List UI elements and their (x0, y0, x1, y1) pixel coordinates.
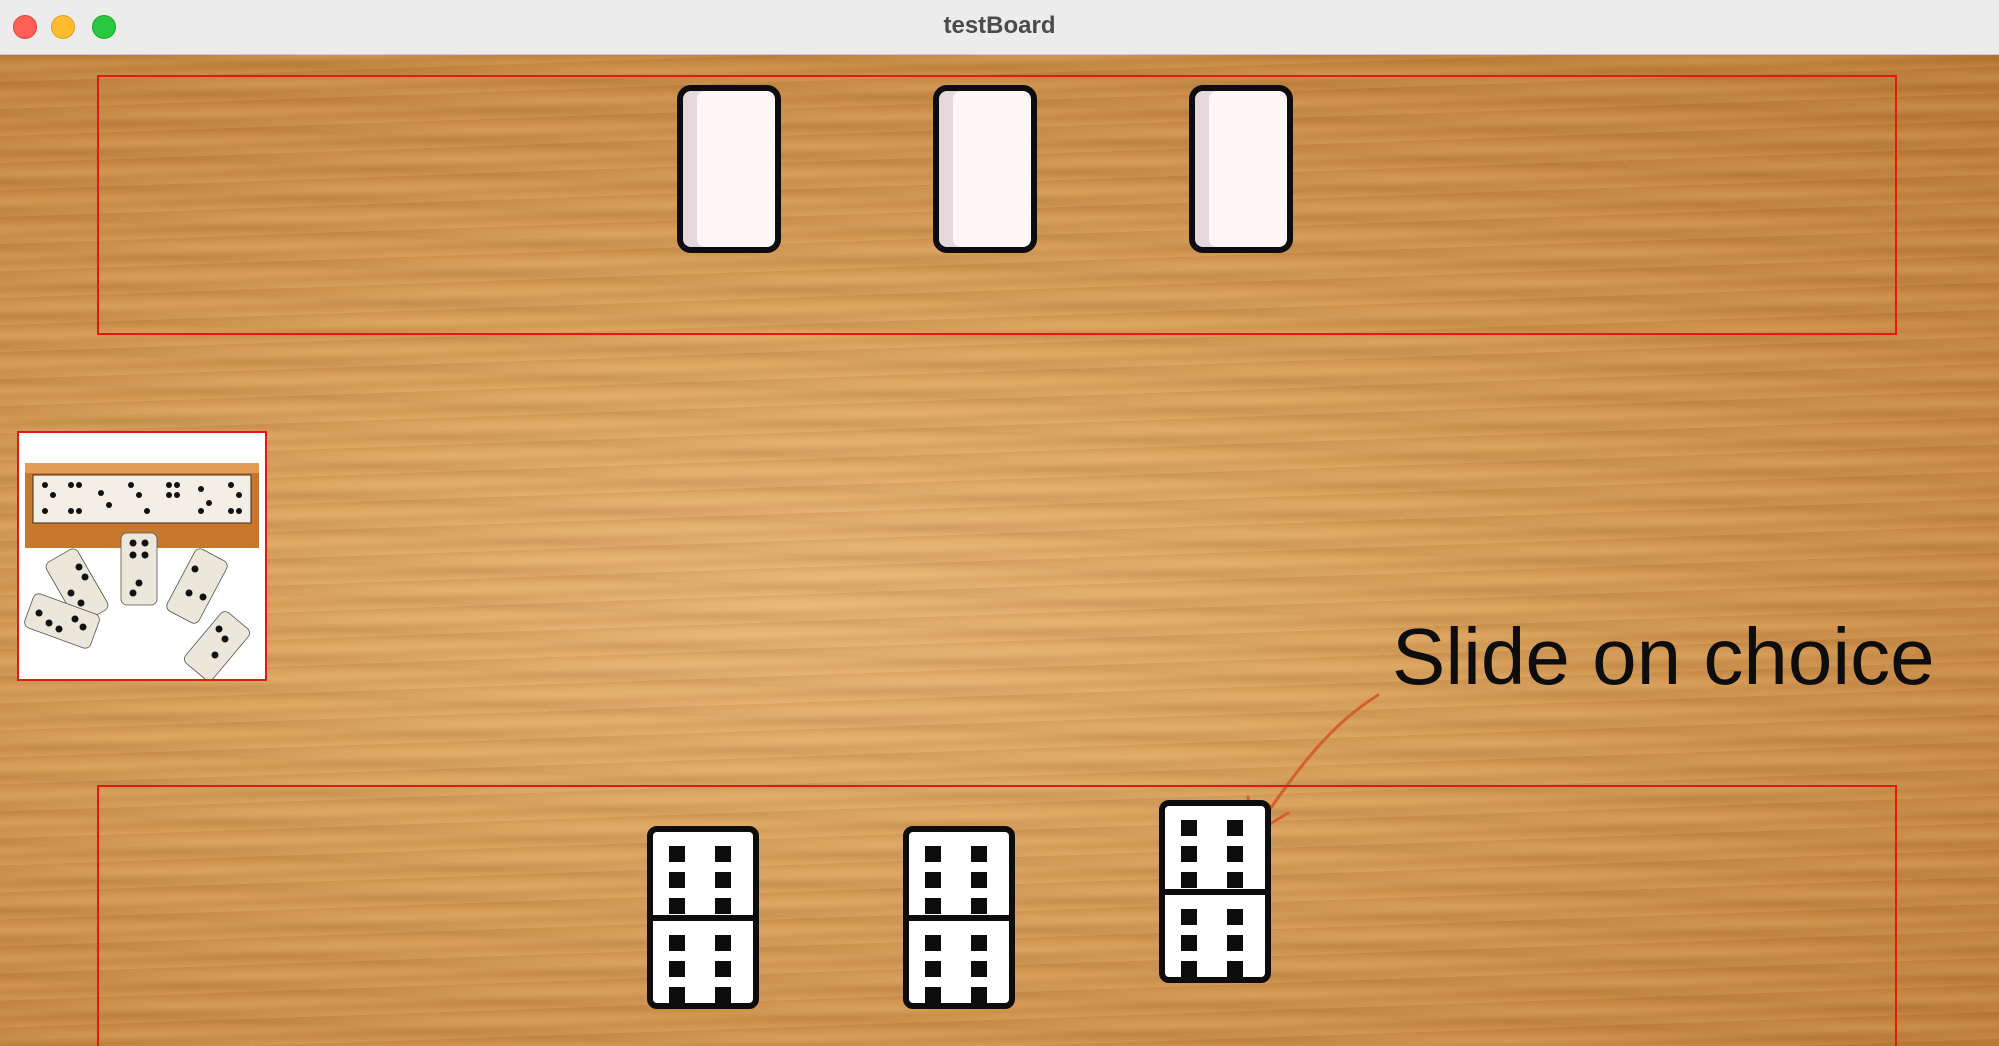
tile-pip (715, 872, 731, 888)
tile-pip (971, 961, 987, 977)
tile-pip (1227, 872, 1243, 888)
tile-divider (1165, 889, 1265, 895)
minimize-window-button[interactable] (51, 15, 75, 39)
tile-pip (925, 935, 941, 951)
window-title: testBoard (943, 12, 1056, 39)
domino-box-icon (19, 433, 265, 679)
player-tile-2[interactable] (903, 826, 1015, 1009)
player-tile-3[interactable] (1159, 800, 1271, 983)
opponent-tile-1 (677, 85, 781, 253)
tile-pip (1227, 935, 1243, 951)
tile-pip (925, 898, 941, 914)
tile-pip (1181, 820, 1197, 836)
tile-pip (1181, 961, 1197, 977)
boneyard-pile[interactable] (17, 431, 267, 681)
tile-pip (1181, 846, 1197, 862)
opponent-tile-2 (933, 85, 1037, 253)
tile-pip (971, 935, 987, 951)
tile-pip (715, 935, 731, 951)
opponent-hand-zone (97, 75, 1897, 335)
opponent-tile-3 (1189, 85, 1293, 253)
tile-pip (1227, 846, 1243, 862)
player-hand-zone (97, 785, 1897, 1046)
title-bar: testBoard (0, 0, 1999, 55)
tile-divider (653, 915, 753, 921)
tile-pip (1181, 872, 1197, 888)
tile-pip (669, 961, 685, 977)
tile-pip (715, 987, 731, 1003)
tile-pip (925, 846, 941, 862)
tile-pip (1227, 820, 1243, 836)
slide-hint-label: Slide on choice (1392, 612, 1935, 701)
tile-divider (909, 915, 1009, 921)
tile-pip (971, 987, 987, 1003)
tile-pip (1227, 961, 1243, 977)
game-board: Slide on choice (0, 55, 1999, 1046)
tile-pip (1181, 909, 1197, 925)
tile-pip (669, 898, 685, 914)
tile-pip (715, 961, 731, 977)
tile-pip (1181, 935, 1197, 951)
maximize-window-button[interactable] (92, 15, 116, 39)
tile-pip (1227, 909, 1243, 925)
tile-pip (669, 846, 685, 862)
player-tile-1[interactable] (647, 826, 759, 1009)
tile-pip (971, 846, 987, 862)
tile-pip (971, 898, 987, 914)
tile-pip (669, 987, 685, 1003)
tile-pip (925, 987, 941, 1003)
tile-pip (925, 872, 941, 888)
tile-pip (971, 872, 987, 888)
tile-pip (925, 961, 941, 977)
tile-pip (669, 872, 685, 888)
tile-pip (715, 846, 731, 862)
close-window-button[interactable] (13, 15, 37, 39)
tile-pip (715, 898, 731, 914)
tile-pip (669, 935, 685, 951)
